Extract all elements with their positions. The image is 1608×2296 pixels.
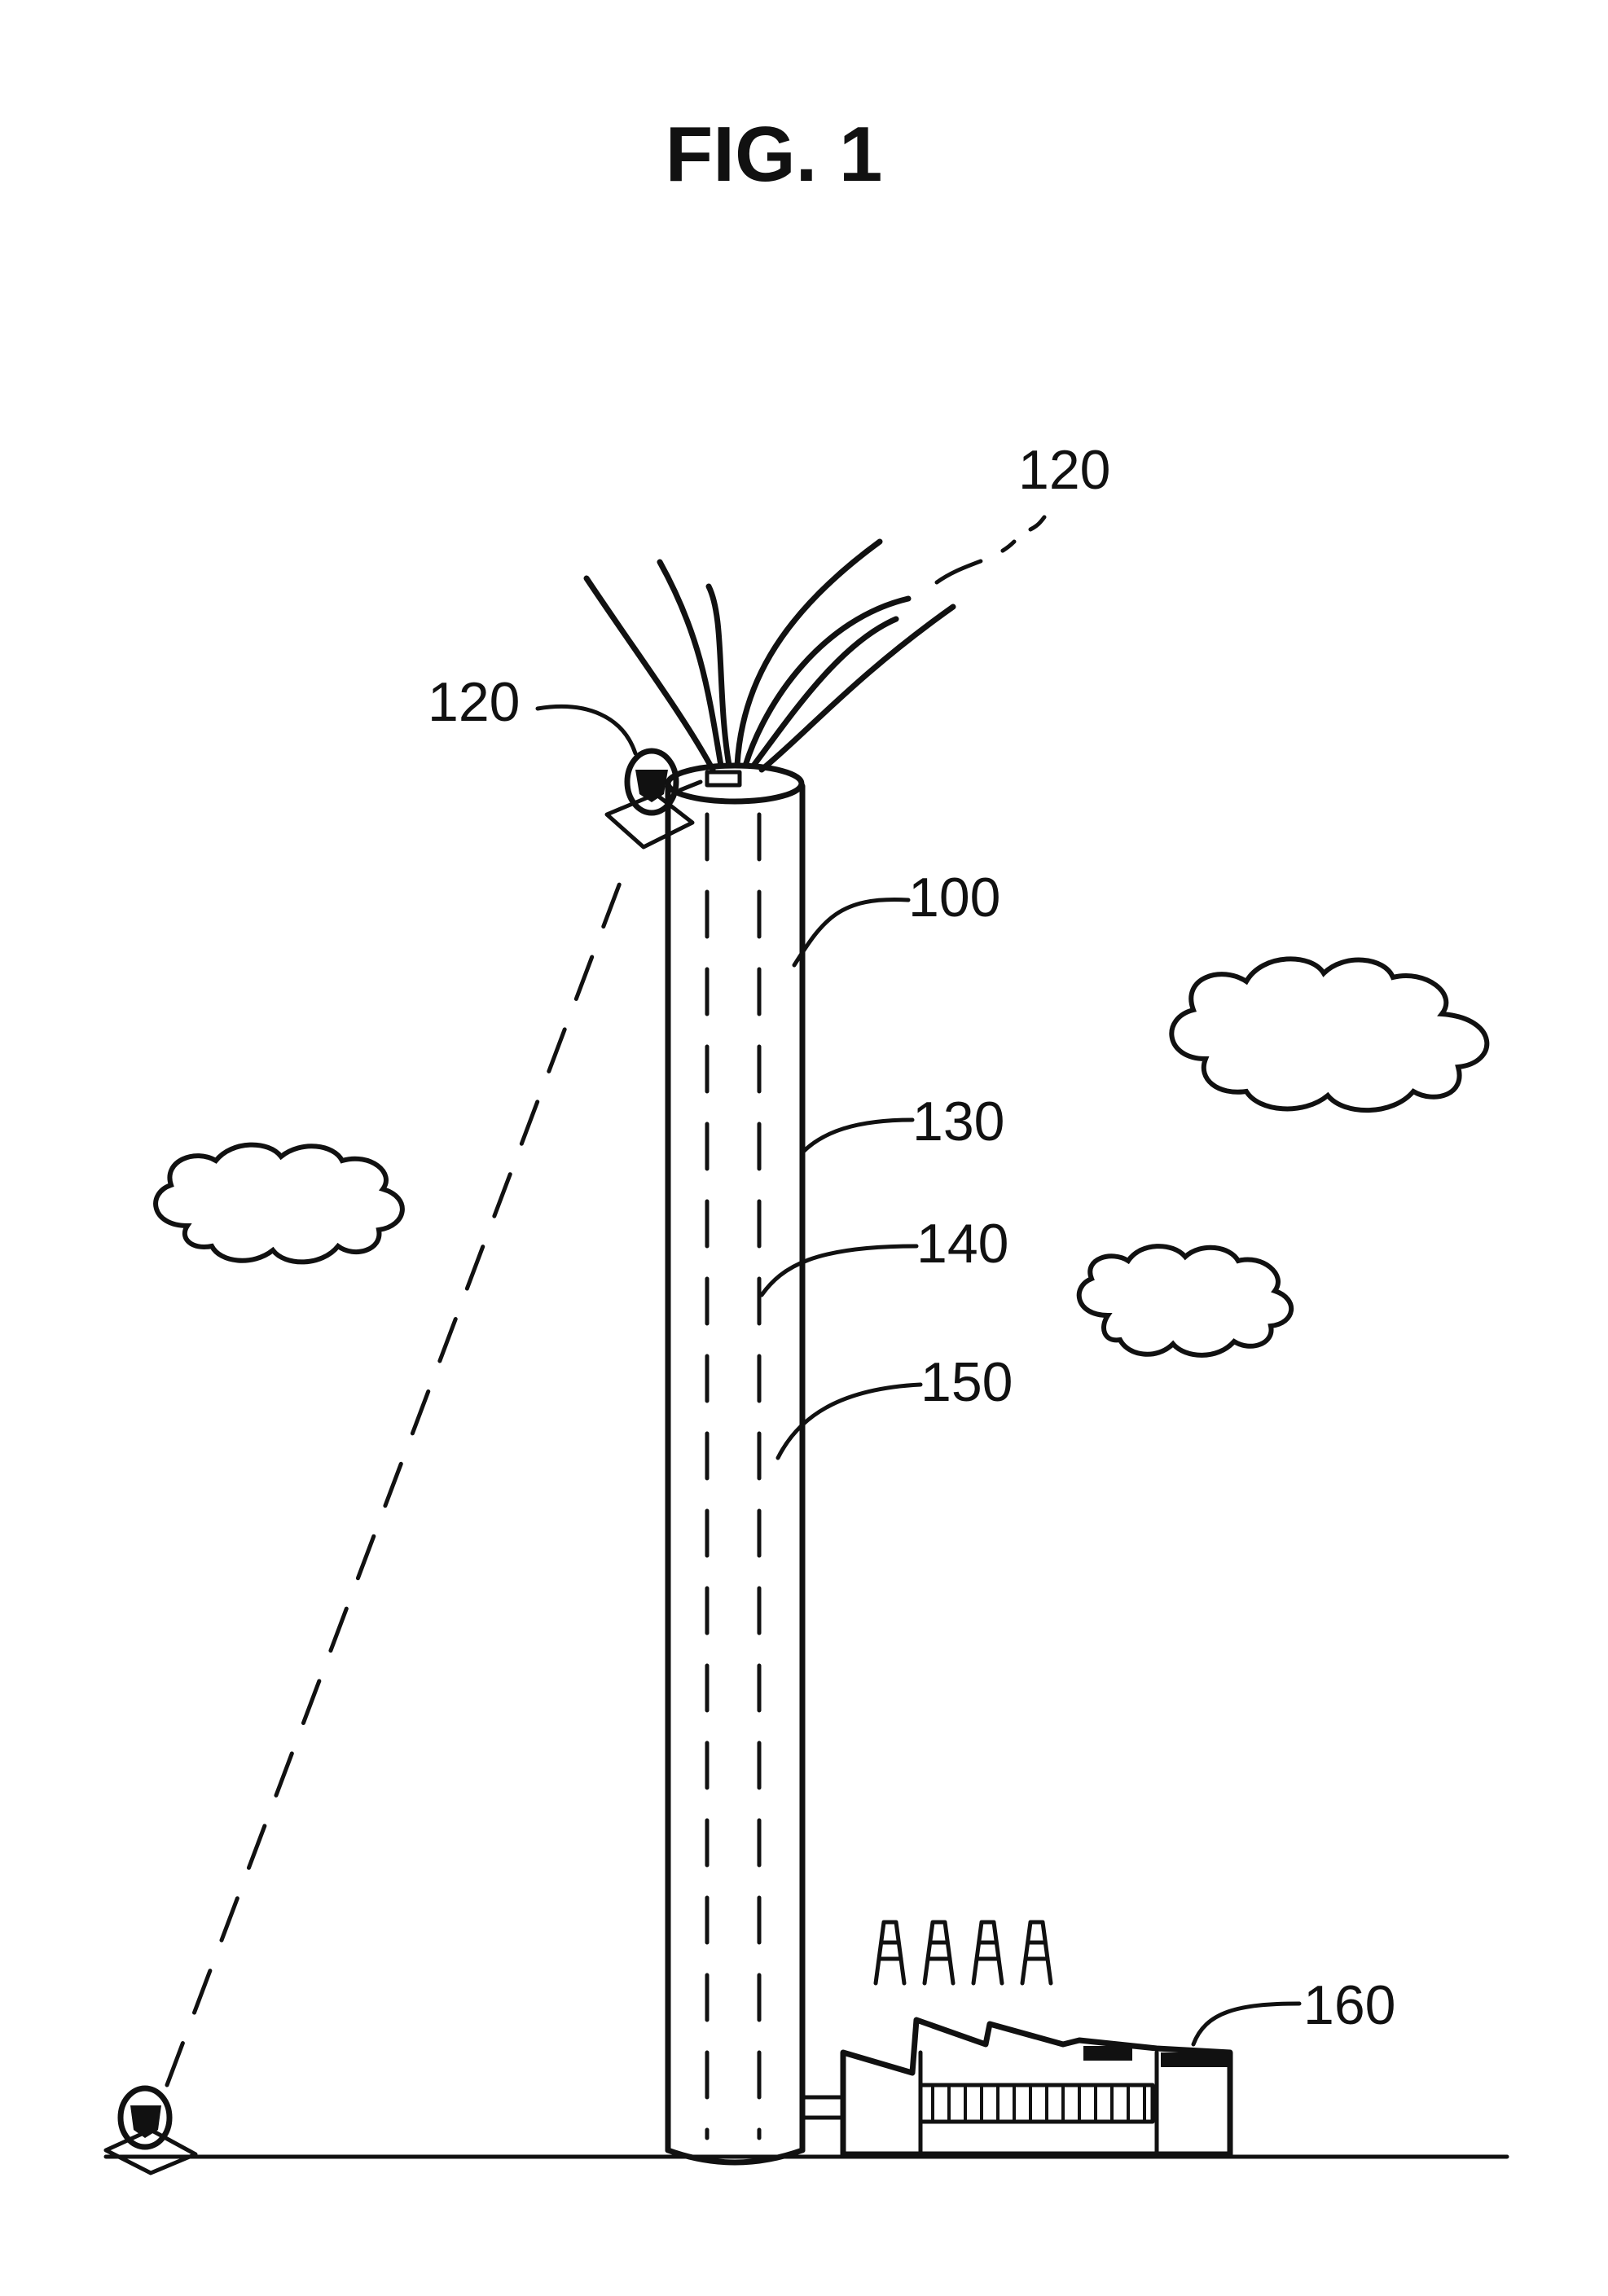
cloud-icon [1076,1244,1294,1358]
leader-line [934,539,1017,585]
ref-label: 120 [428,671,520,733]
cloud-icon [153,1142,405,1265]
ref-label: 100 [908,867,1000,928]
ref-label: 130 [912,1091,1004,1152]
leader-line [792,897,911,968]
wire-bundle-icon [583,538,956,773]
leader-line [759,1244,919,1297]
tower-icon [665,762,806,2166]
heliostat-icon [103,2085,198,2175]
ref-label: 140 [916,1213,1008,1275]
leader-line [800,1117,915,1155]
factory-icon [800,1920,1233,2158]
leader-line [775,1382,923,1460]
ref-label: 120 [1018,439,1110,501]
ref-label: 150 [920,1351,1013,1413]
light-beam [165,861,630,2087]
heliostat-icon [604,748,703,849]
leader-line [535,704,638,756]
cloud-icon [1169,956,1490,1113]
leader-line [1028,515,1047,532]
ref-label: 160 [1303,1974,1395,2036]
leader-line [1191,2001,1302,2047]
figure-title: FIG. 1 [665,111,883,198]
